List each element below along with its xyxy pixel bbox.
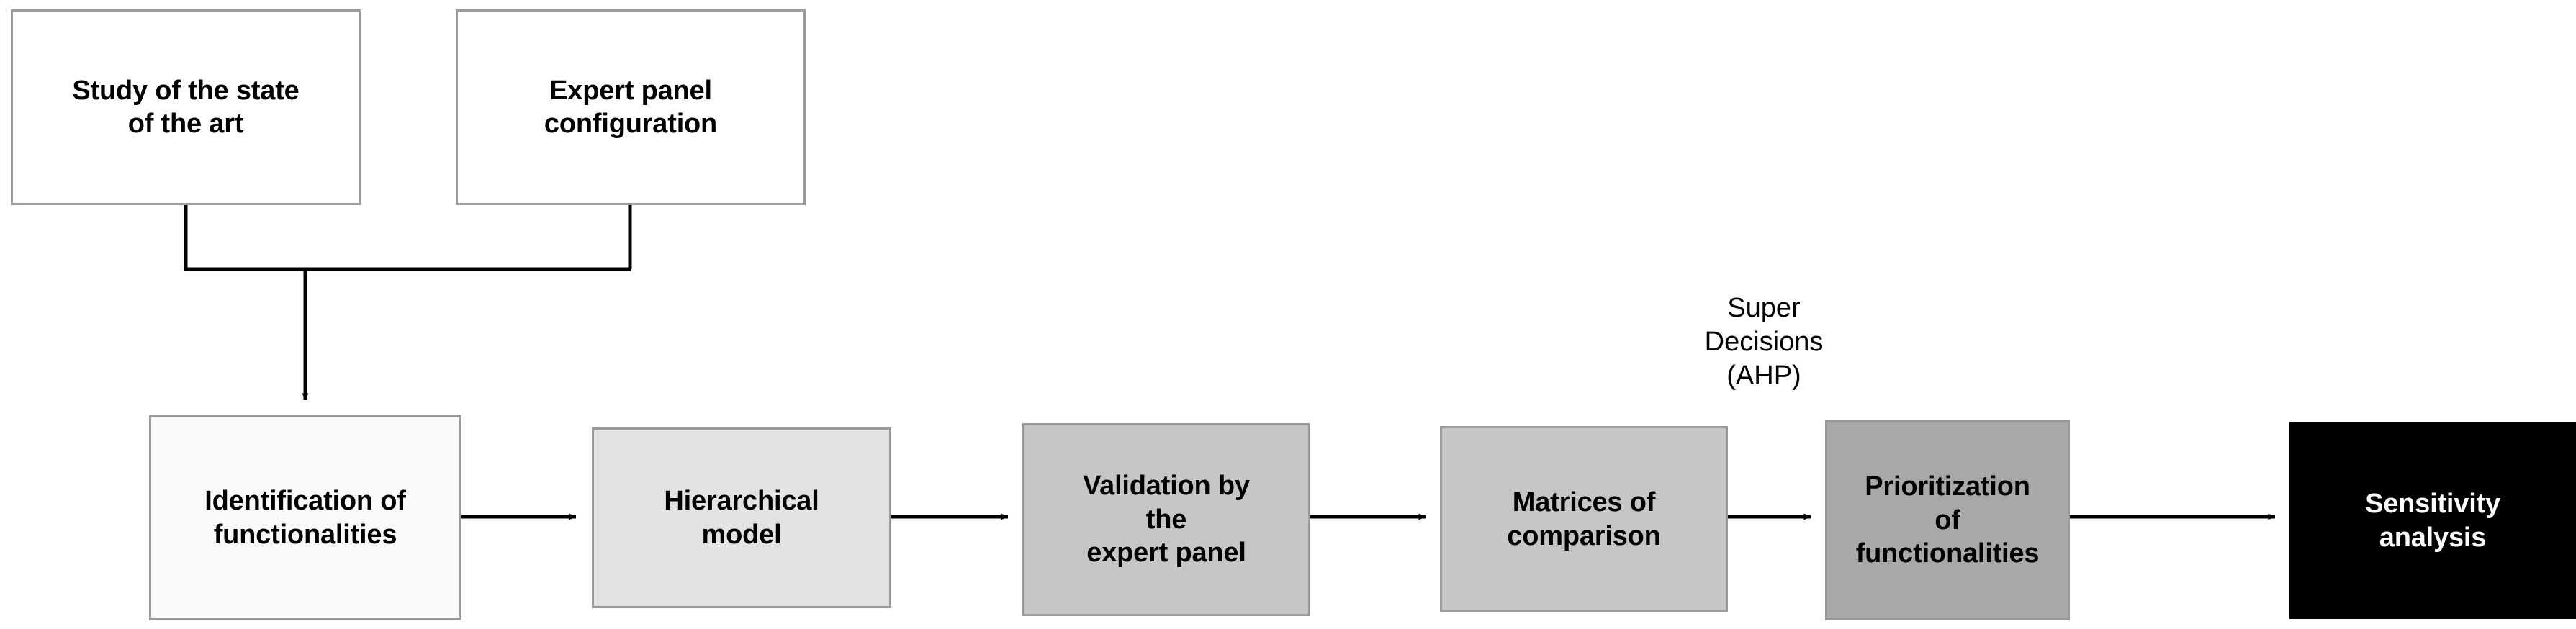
edge-state-of-the-art-to-identification bbox=[184, 204, 631, 271]
